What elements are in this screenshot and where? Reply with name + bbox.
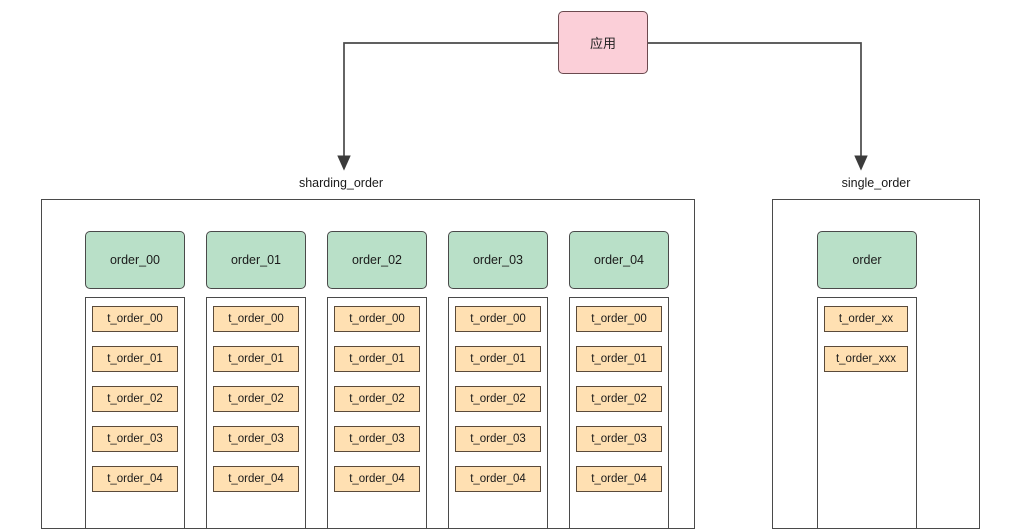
table-node[interactable]: t_order_02 — [213, 386, 299, 412]
database-node[interactable]: order_04 — [569, 231, 669, 289]
single-group-label: single_order — [841, 176, 911, 190]
table-node[interactable]: t_order_02 — [455, 386, 541, 412]
database-node[interactable]: order_01 — [206, 231, 306, 289]
connector-app-to-sharding — [337, 42, 558, 171]
table-node[interactable]: t_order_04 — [92, 466, 178, 492]
table-node[interactable]: t_order_03 — [334, 426, 420, 452]
table-node[interactable]: t_order_04 — [455, 466, 541, 492]
table-node[interactable]: t_order_03 — [576, 426, 662, 452]
database-node[interactable]: order_00 — [85, 231, 185, 289]
database-label: order_02 — [351, 253, 403, 267]
table-list: t_order_xx t_order_xxx — [817, 297, 917, 529]
table-node[interactable]: t_order_00 — [213, 306, 299, 332]
application-node-label: 应用 — [589, 36, 616, 51]
table-list: t_order_00 t_order_01 t_order_02 t_order… — [327, 297, 427, 529]
database-node[interactable]: order_03 — [448, 231, 548, 289]
table-node[interactable]: t_order_01 — [576, 346, 662, 372]
application-node[interactable]: 应用 — [558, 11, 648, 74]
table-node[interactable]: t_order_02 — [576, 386, 662, 412]
table-node[interactable]: t_order_03 — [92, 426, 178, 452]
table-node[interactable]: t_order_00 — [576, 306, 662, 332]
database-column-order-03: order_03 t_order_00 t_order_01 t_order_0… — [448, 231, 548, 529]
table-node[interactable]: t_order_04 — [576, 466, 662, 492]
table-node[interactable]: t_order_01 — [455, 346, 541, 372]
table-list: t_order_00 t_order_01 t_order_02 t_order… — [85, 297, 185, 529]
table-node[interactable]: t_order_01 — [334, 346, 420, 372]
database-node[interactable]: order — [817, 231, 917, 289]
table-node[interactable]: t_order_02 — [92, 386, 178, 412]
table-node[interactable]: t_order_00 — [334, 306, 420, 332]
table-node[interactable]: t_order_03 — [455, 426, 541, 452]
database-label: order_04 — [593, 253, 645, 267]
diagram-canvas: 应用 sharding_order single_order order_00 … — [41, 11, 980, 529]
table-node[interactable]: t_order_01 — [92, 346, 178, 372]
table-node[interactable]: t_order_04 — [334, 466, 420, 492]
database-label: order_03 — [472, 253, 524, 267]
connector-app-to-single — [648, 42, 868, 171]
table-node[interactable]: t_order_01 — [213, 346, 299, 372]
database-node[interactable]: order_02 — [327, 231, 427, 289]
database-column-order-04: order_04 t_order_00 t_order_01 t_order_0… — [569, 231, 669, 529]
database-column-order-02: order_02 t_order_00 t_order_01 t_order_0… — [327, 231, 427, 529]
table-node[interactable]: t_order_xxx — [824, 346, 908, 372]
table-node[interactable]: t_order_02 — [334, 386, 420, 412]
table-node[interactable]: t_order_03 — [213, 426, 299, 452]
sharding-group-label: sharding_order — [298, 176, 384, 190]
table-node[interactable]: t_order_xx — [824, 306, 908, 332]
table-node[interactable]: t_order_04 — [213, 466, 299, 492]
database-column-order: order t_order_xx t_order_xxx — [817, 231, 917, 529]
database-column-order-01: order_01 t_order_00 t_order_01 t_order_0… — [206, 231, 306, 529]
table-node[interactable]: t_order_00 — [92, 306, 178, 332]
database-label: order — [852, 253, 882, 267]
table-list: t_order_00 t_order_01 t_order_02 t_order… — [569, 297, 669, 529]
table-list: t_order_00 t_order_01 t_order_02 t_order… — [206, 297, 306, 529]
table-list: t_order_00 t_order_01 t_order_02 t_order… — [448, 297, 548, 529]
database-label: order_00 — [109, 253, 161, 267]
table-node[interactable]: t_order_00 — [455, 306, 541, 332]
database-label: order_01 — [230, 253, 282, 267]
database-column-order-00: order_00 t_order_00 t_order_01 t_order_0… — [85, 231, 185, 529]
